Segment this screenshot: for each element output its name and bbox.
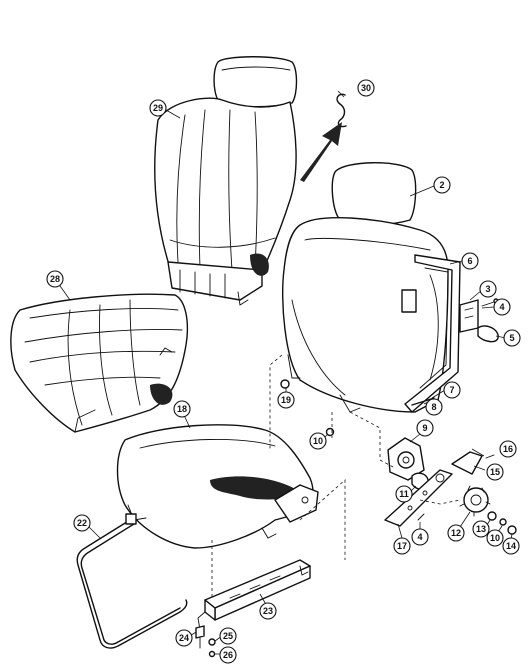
svg-text:12: 12 (451, 528, 461, 538)
seat-cushion-frame-part (116, 424, 319, 549)
callout-7: 7 (443, 381, 461, 399)
callout-28: 28 (46, 270, 64, 288)
seat-back-frame-part (282, 162, 461, 413)
hook-clip-part (300, 93, 347, 182)
callout-10-upper: 10 (309, 432, 327, 450)
svg-text:16: 16 (503, 444, 513, 454)
seat-cushion-cover-part (10, 293, 189, 433)
screw-parts (195, 625, 216, 658)
callout-9: 9 (416, 419, 434, 437)
svg-text:4: 4 (499, 302, 504, 312)
svg-text:23: 23 (263, 606, 273, 616)
svg-text:5: 5 (509, 333, 514, 343)
svg-text:19: 19 (281, 395, 291, 405)
svg-text:24: 24 (179, 633, 189, 643)
svg-text:17: 17 (397, 541, 407, 551)
svg-text:3: 3 (485, 284, 490, 294)
svg-text:18: 18 (177, 404, 187, 414)
assembly-lines (211, 354, 461, 600)
callout-labels: 30 29 2 6 3 4 5 28 7 8 19 18 10 9 16 15 … (46, 79, 521, 664)
release-bar-part (76, 513, 188, 649)
callout-18: 18 (173, 400, 191, 418)
svg-text:28: 28 (50, 274, 60, 284)
seat-back-cover-part (154, 56, 298, 306)
svg-text:10: 10 (313, 436, 323, 446)
callout-15: 15 (486, 463, 504, 481)
callout-26: 26 (219, 646, 237, 664)
svg-text:26: 26 (223, 650, 233, 660)
seat-slide-rail-part (197, 559, 311, 631)
recline-handle-parts (459, 298, 499, 343)
svg-text:6: 6 (467, 256, 472, 266)
callout-4-lower: 4 (411, 528, 429, 546)
callout-23: 23 (259, 602, 277, 620)
svg-text:29: 29 (153, 103, 163, 113)
svg-text:10: 10 (490, 533, 500, 543)
svg-text:9: 9 (422, 423, 427, 433)
svg-text:11: 11 (399, 489, 409, 499)
callout-2: 2 (433, 176, 451, 194)
svg-text:8: 8 (431, 402, 436, 412)
callout-3: 3 (479, 280, 497, 298)
callout-6: 6 (461, 252, 479, 270)
svg-text:7: 7 (449, 385, 454, 395)
svg-text:2: 2 (439, 180, 444, 190)
callout-10-lower: 10 (486, 529, 504, 547)
callout-22: 22 (73, 514, 91, 532)
callout-14: 14 (502, 537, 520, 555)
svg-text:15: 15 (490, 467, 500, 477)
callout-4: 4 (493, 298, 511, 316)
svg-text:14: 14 (506, 541, 516, 551)
recline-mechanism-parts (384, 437, 517, 535)
callout-11: 11 (395, 485, 413, 503)
callout-30: 30 (357, 79, 375, 97)
callout-13: 13 (472, 520, 490, 538)
callout-5: 5 (503, 329, 521, 347)
callout-12: 12 (447, 524, 465, 542)
callout-24: 24 (175, 629, 193, 647)
callout-17: 17 (393, 537, 411, 555)
callout-19: 19 (277, 391, 295, 409)
callout-29: 29 (149, 99, 167, 117)
svg-text:30: 30 (361, 83, 371, 93)
svg-text:22: 22 (77, 518, 87, 528)
callout-8: 8 (425, 398, 443, 416)
svg-text:13: 13 (476, 524, 486, 534)
callout-25: 25 (219, 627, 237, 645)
callout-16: 16 (499, 440, 517, 458)
svg-text:25: 25 (223, 631, 233, 641)
svg-text:4: 4 (417, 532, 422, 542)
